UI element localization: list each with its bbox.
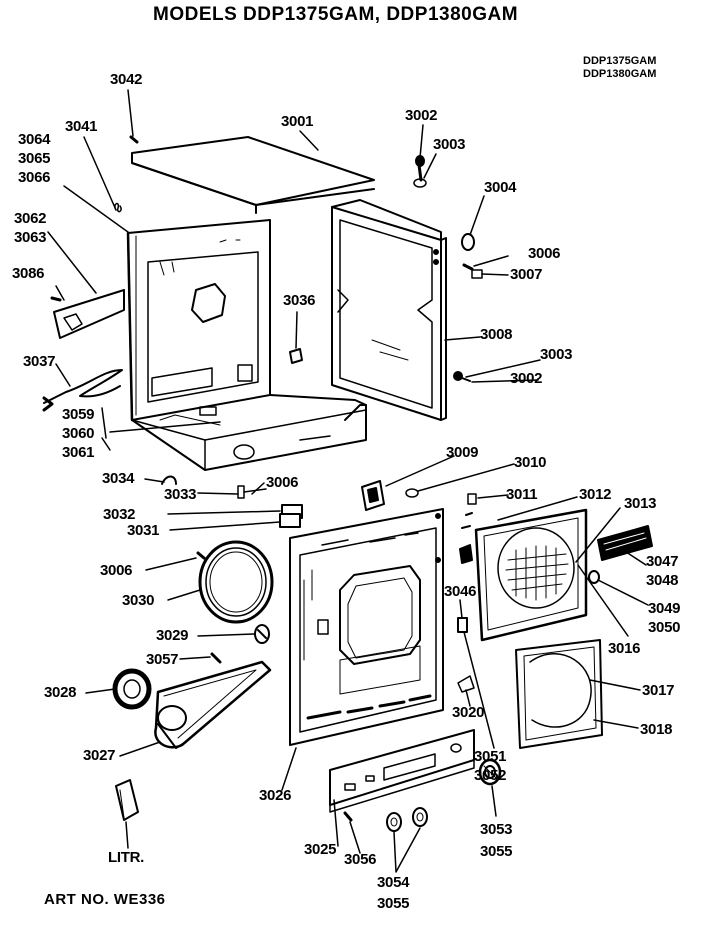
part-label: 3042: [110, 71, 143, 88]
part-label: 3086: [12, 265, 45, 282]
part-label: 3012: [579, 486, 612, 503]
cabinet-body: [126, 219, 367, 471]
control-knobs-3054: [386, 807, 428, 832]
front-panel-3026: [289, 508, 444, 746]
part-label: 3049: [648, 600, 681, 617]
art-number: ART NO. WE336: [44, 891, 166, 908]
part-label: 3048: [646, 572, 679, 589]
part-label: 3060: [62, 425, 95, 442]
part-label: 3020: [452, 704, 485, 721]
door-seal-3017: [515, 639, 603, 749]
part-label: 3056: [344, 851, 377, 868]
part-label: 3053: [480, 821, 513, 838]
part-label: 3055: [480, 843, 513, 860]
part-label: 3065: [18, 150, 51, 167]
part-label: 3032: [103, 506, 136, 523]
part-label: 3010: [514, 454, 547, 471]
part-label: 3062: [14, 210, 47, 227]
blower-ring-3028: [112, 668, 152, 710]
door-handle-3047: [597, 525, 653, 561]
part-label: 3003: [433, 136, 466, 153]
part-label: 3003: [540, 346, 573, 363]
part-label: 3008: [480, 326, 513, 343]
part-label: 3041: [65, 118, 98, 135]
part-label: 3055: [377, 895, 410, 912]
part-label: 3030: [122, 592, 155, 609]
part-label: 3027: [83, 747, 116, 764]
part-label: 3047: [646, 553, 679, 570]
lint-duct-3027: [154, 660, 272, 749]
part-label: 3004: [484, 179, 517, 196]
part-label: 3002: [405, 107, 438, 124]
part-label: 3051: [474, 748, 507, 765]
part-label: 3046: [444, 583, 477, 600]
top-panel-3001: [131, 136, 375, 214]
part-label: 3037: [23, 353, 56, 370]
part-label: 3006: [528, 245, 561, 262]
part-label: 3052: [474, 767, 507, 784]
part-label: 3013: [624, 495, 657, 512]
small-parts: [42, 135, 600, 822]
part-label: 3036: [283, 292, 316, 309]
timer-knob-3053: [478, 758, 502, 786]
part-label: 3066: [18, 169, 51, 186]
part-label: 3017: [642, 682, 675, 699]
part-label: 3006: [266, 474, 299, 491]
control-panel-3025: [329, 729, 475, 813]
part-label: 3007: [510, 266, 543, 283]
part-label: 3059: [62, 406, 95, 423]
part-label: 3011: [506, 486, 538, 503]
part-label: 3025: [304, 841, 337, 858]
part-label: 3034: [102, 470, 135, 487]
part-label: 3033: [164, 486, 197, 503]
part-label: 3016: [608, 640, 641, 657]
side-panel-3008: [331, 199, 447, 421]
leader-lines: [47, 89, 649, 873]
part-label: 3050: [648, 619, 681, 636]
part-label: 3029: [156, 627, 189, 644]
part-label: 3057: [146, 651, 179, 668]
model-codes: DDP1375GAM DDP1380GAM: [583, 55, 656, 81]
part-label: 3006: [100, 562, 133, 579]
model-code: DDP1380GAM: [583, 68, 657, 80]
diagram-title: MODELS DDP1375GAM, DDP1380GAM: [153, 4, 519, 25]
part-label: 3001: [281, 113, 314, 130]
part-label: 3031: [127, 522, 160, 539]
part-label: 3009: [446, 444, 479, 461]
part-label: 3018: [640, 721, 673, 738]
model-code: DDP1375GAM: [583, 55, 657, 67]
part-label: 3063: [14, 229, 47, 246]
part-label: 3028: [44, 684, 77, 701]
part-label: LITR.: [108, 849, 144, 866]
part-label: 3061: [62, 444, 95, 461]
part-label: 3002: [510, 370, 543, 387]
drum-bearing-ring-3030: [198, 540, 274, 624]
part-label: 3026: [259, 787, 292, 804]
part-label: 3054: [377, 874, 410, 891]
part-label: 3064: [18, 131, 51, 148]
door-panel-3012: [474, 508, 588, 642]
